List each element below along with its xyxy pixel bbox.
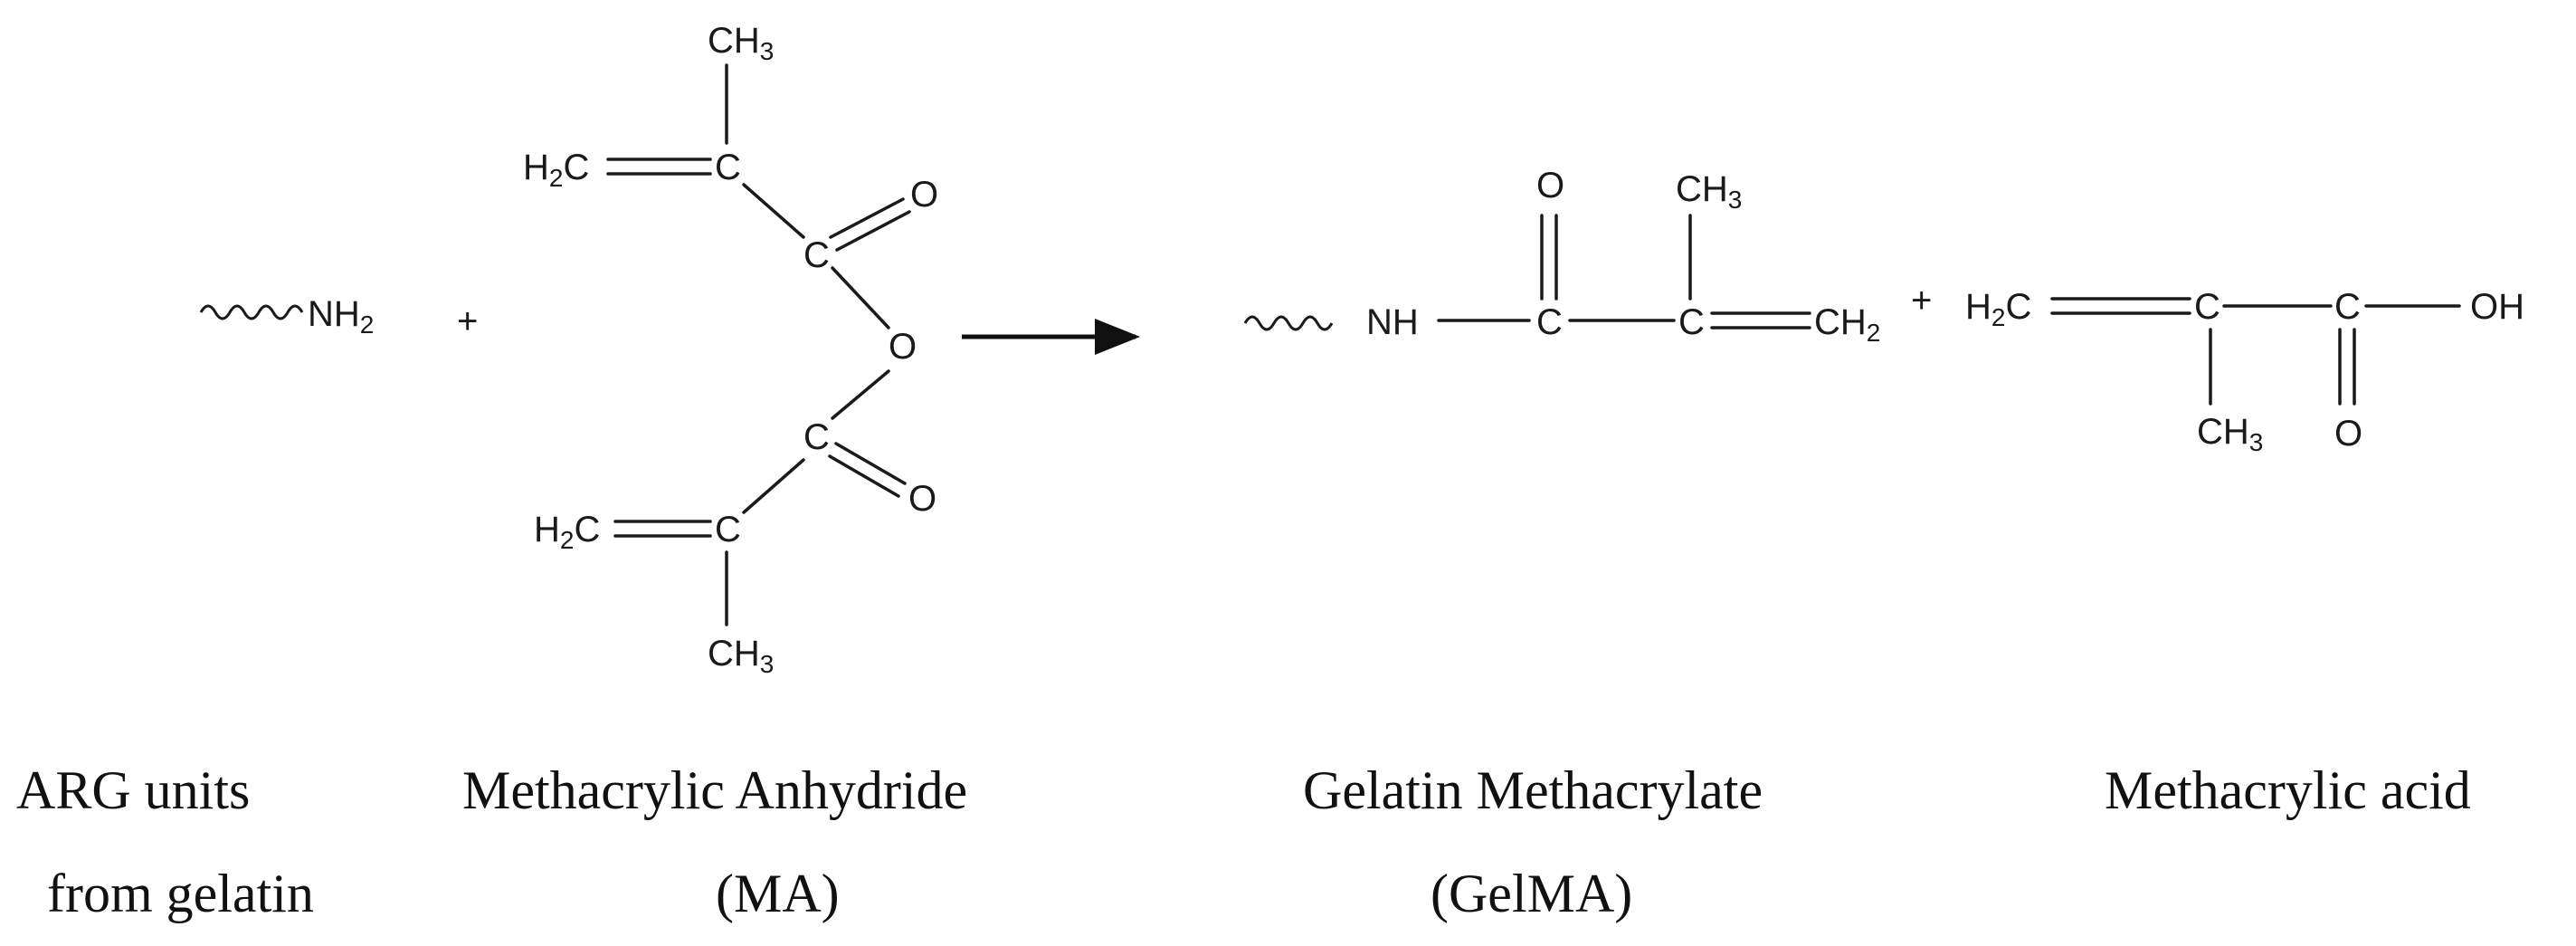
- caption-ma-line1: Methacrylic Anhydride: [462, 760, 967, 820]
- methacrylic-acid-structure: H2C C CH3 C O OH: [1965, 287, 2524, 456]
- gelma-carbonyl-carbon: C: [1536, 302, 1563, 342]
- ma-top-carbonyl-double-bond-1: [829, 197, 905, 239]
- caption-arg-line2: from gelatin: [47, 864, 314, 923]
- gelma-chain-wavy-bond: [1243, 315, 1334, 331]
- ma-top-carbonyl-to-bridge-bond: [831, 266, 890, 330]
- amine-label: NH2: [308, 294, 374, 339]
- ma-bottom-carbonyl-oxygen: O: [908, 479, 936, 519]
- acid-methyl: CH3: [2197, 412, 2263, 456]
- ma-bridge-to-bottom-carbonyl-bond: [831, 369, 890, 420]
- caption-arg-line1: ARG units: [16, 760, 250, 820]
- caption-acid-line1: Methacrylic acid: [2105, 760, 2471, 820]
- ma-bridge-oxygen: O: [889, 327, 917, 367]
- plus-sign-2: +: [1911, 281, 1932, 320]
- ma-top-carbonyl-oxygen: O: [910, 175, 938, 215]
- acid-methylene: H2C: [1965, 287, 2031, 331]
- caption-gelma-line1: Gelatin Methacrylate: [1303, 760, 1763, 820]
- gelma-alkene-carbon: C: [1678, 302, 1705, 342]
- ma-top-carbonyl-carbon: C: [803, 235, 830, 275]
- acid-carbonyl-carbon: C: [2334, 287, 2361, 327]
- ma-top-alkene-carbon: C: [715, 148, 741, 187]
- gelma-methyl: CH3: [1676, 169, 1742, 214]
- gelma-structure: NH C O C CH3 CH2: [1243, 166, 1880, 347]
- ma-bottom-carbonyl-to-alkene-bond: [742, 458, 805, 514]
- acid-alkene-carbon: C: [2194, 287, 2220, 327]
- ma-bottom-carbonyl-double-bond-2: [828, 454, 900, 498]
- gelma-carbonyl-oxygen: O: [1536, 166, 1564, 205]
- gelma-nh: NH: [1366, 302, 1419, 342]
- caption-gelma-line2: (GelMA): [1431, 864, 1632, 923]
- ma-bottom-methylene: H2C: [534, 510, 600, 554]
- ma-bottom-carbonyl-carbon: C: [803, 417, 830, 457]
- acid-hydroxyl: OH: [2470, 287, 2524, 327]
- ma-bottom-carbonyl-double-bond-1: [834, 442, 907, 485]
- gelatin-amine: NH2: [199, 294, 374, 339]
- ma-bottom-methyl: CH3: [708, 634, 774, 678]
- caption-ma-line2: (MA): [716, 864, 840, 923]
- methacrylic-anhydride-structure: CH3 H2C C C O O C O C H2C CH3: [523, 21, 938, 678]
- acid-carbonyl-oxygen: O: [2334, 414, 2362, 454]
- ma-top-methyl: CH3: [708, 21, 774, 65]
- ma-top-methylene: H2C: [523, 148, 589, 192]
- ma-bottom-alkene-carbon: C: [715, 510, 741, 549]
- ma-top-carbonyl-double-bond-2: [835, 210, 911, 252]
- ma-top-alkene-to-carbonyl-bond: [742, 183, 805, 239]
- captions: ARG units from gelatin Methacrylic Anhyd…: [16, 760, 2471, 923]
- gelma-methylene: CH2: [1814, 302, 1880, 347]
- plus-sign-1: +: [457, 301, 478, 341]
- gelatin-chain-wavy-bond: [199, 304, 304, 320]
